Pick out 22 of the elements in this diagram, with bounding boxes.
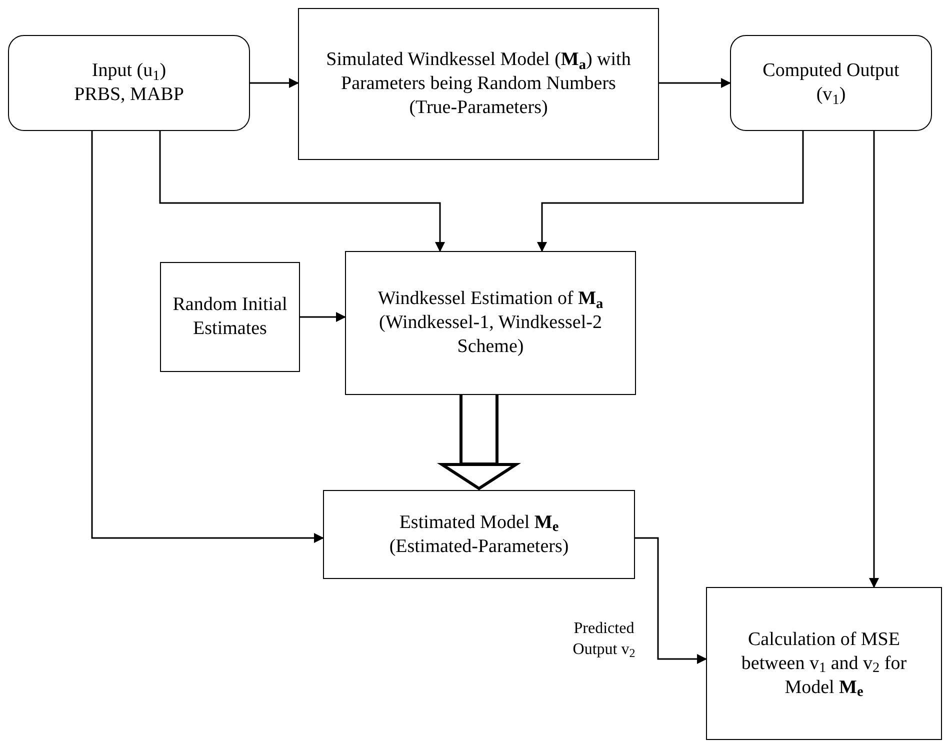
box-text: Random Initial Estimates — [172, 293, 288, 341]
rounded-box — [730, 35, 932, 131]
arrow — [300, 312, 346, 322]
arrow — [869, 131, 879, 588]
box-text: Calculation of MSE between v$_{1}$ and v$_{2}$ for Model M$_{e}$ — [740, 628, 908, 700]
arrow — [659, 78, 731, 88]
box-text: Input (u$_{1}$) PRBS, MABP — [73, 59, 185, 107]
box-text: Windkessel Estimation of M$_{a}$ (Windkessel-1, Windkessel-2 Scheme) — [376, 287, 604, 359]
box-text: Simulated Windkessel Model (M$_{a}$) with Parameters being Random Numbers (True-Parameters) — [325, 48, 632, 120]
arrow — [91, 131, 324, 543]
process-box — [160, 262, 300, 372]
arrow — [250, 78, 299, 88]
arrow — [537, 131, 804, 252]
box-text: Computed Output (v$_{1}$) — [762, 59, 900, 107]
process-box — [345, 251, 636, 395]
process-box — [323, 490, 635, 579]
arrow — [159, 131, 445, 252]
box-text: Estimated Model M$_{e}$ (Estimated-Parameters) — [388, 510, 570, 558]
process-box — [706, 587, 942, 740]
process-box — [298, 8, 659, 160]
rounded-box — [8, 35, 250, 131]
arrow — [635, 537, 707, 664]
